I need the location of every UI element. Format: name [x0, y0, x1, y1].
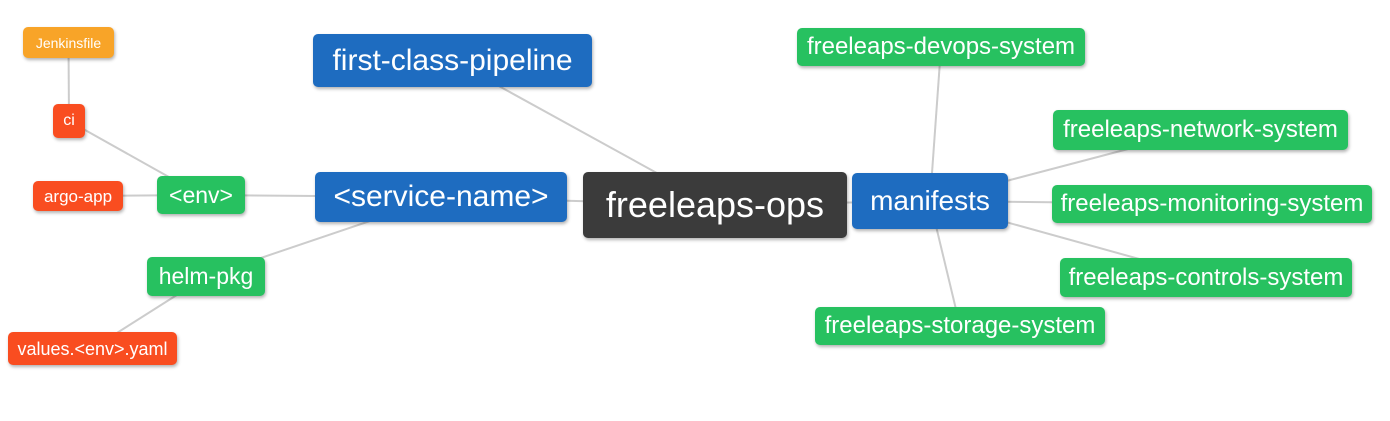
- mindmap-node-freeleaps-controls-system[interactable]: freeleaps-controls-system: [1060, 258, 1352, 297]
- mindmap-node-first-class-pipeline[interactable]: first-class-pipeline: [313, 34, 592, 87]
- mindmap-node-freeleaps-storage-system[interactable]: freeleaps-storage-system: [815, 307, 1105, 345]
- mindmap-node-freeleaps-devops-system[interactable]: freeleaps-devops-system: [797, 28, 1085, 66]
- mindmap-node-jenkinsfile[interactable]: Jenkinsfile: [23, 27, 114, 58]
- mindmap-node-manifests[interactable]: manifests: [852, 173, 1008, 229]
- mindmap-node-service-name[interactable]: <service-name>: [315, 172, 567, 222]
- mindmap-node-ci[interactable]: ci: [53, 104, 85, 138]
- mindmap-node-freeleaps-ops[interactable]: freeleaps-ops: [583, 172, 847, 238]
- mindmap-node-freeleaps-network-system[interactable]: freeleaps-network-system: [1053, 110, 1348, 150]
- mindmap-node-env[interactable]: <env>: [157, 176, 245, 214]
- mindmap-node-argo-app[interactable]: argo-app: [33, 181, 123, 211]
- mindmap-node-freeleaps-monitoring-system[interactable]: freeleaps-monitoring-system: [1052, 185, 1372, 223]
- mindmap-node-helm-pkg[interactable]: helm-pkg: [147, 257, 265, 296]
- mindmap-node-values-env-yaml[interactable]: values.<env>.yaml: [8, 332, 177, 365]
